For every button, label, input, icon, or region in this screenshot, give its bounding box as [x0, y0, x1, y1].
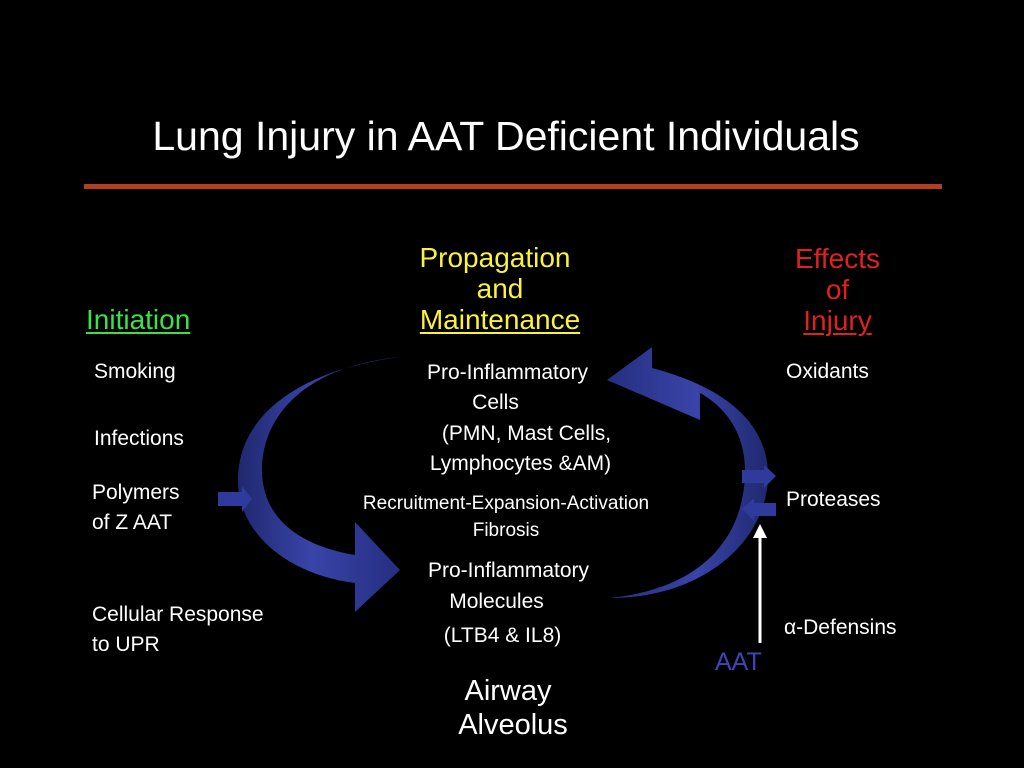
- effects-arrow-out: [742, 465, 776, 488]
- effects-heading-line3: Injury: [803, 305, 872, 336]
- effects-heading-line2: of: [825, 274, 850, 305]
- cells-line3: (PMN, Mast Cells,: [441, 422, 612, 445]
- location-airway: Airway: [464, 675, 552, 707]
- title-divider: [84, 184, 942, 189]
- propagation-heading-line1: Propagation: [419, 242, 571, 273]
- cells-line4: Lymphocytes &AM): [429, 452, 612, 475]
- cells-line2: Cells: [472, 391, 519, 414]
- initiation-item-polymers-line2: of Z AAT: [92, 511, 173, 534]
- aat-inhibition-arrow: [753, 524, 767, 643]
- initiation-item-upr-line2: to UPR: [92, 633, 160, 656]
- effects-item-proteases: Proteases: [786, 488, 881, 511]
- defensins-label: -Defensins: [796, 616, 897, 639]
- initiation-item-smoking: Smoking: [94, 360, 176, 383]
- initiation-item-polymers-line1: Polymers: [92, 481, 180, 504]
- process-line1: Recruitment-Expansion-Activation: [362, 493, 650, 514]
- initiation-item-upr-line1: Cellular Response: [92, 603, 264, 626]
- effects-item-defensins: α-Defensins: [784, 613, 897, 643]
- cycle-arrow-left: [238, 357, 400, 612]
- initiation-heading: Initiation: [86, 304, 191, 335]
- location-alveolus: Alveolus: [458, 709, 568, 741]
- molecules-line1: Pro-Inflammatory: [427, 559, 590, 582]
- effects-arrow-in: [742, 498, 776, 521]
- cycle-arrow-right: [607, 347, 769, 598]
- cells-line1: Pro-Inflammatory: [426, 361, 589, 384]
- initiation-arrow: [218, 486, 252, 512]
- initiation-item-infections: Infections: [94, 427, 184, 450]
- aat-label: AAT: [715, 648, 762, 676]
- propagation-heading-line2: and: [476, 273, 524, 304]
- molecules-line2: Molecules: [449, 590, 544, 613]
- propagation-heading-line3: Maintenance: [419, 304, 581, 335]
- alpha-symbol: α: [784, 616, 797, 639]
- molecules-line3: (LTB4 & IL8): [443, 624, 562, 647]
- effects-item-oxidants: Oxidants: [786, 360, 869, 383]
- effects-heading-line1: Effects: [794, 243, 881, 274]
- process-line2: Fibrosis: [472, 520, 540, 541]
- slide-title: Lung Injury in AAT Deficient Individuals: [152, 113, 860, 159]
